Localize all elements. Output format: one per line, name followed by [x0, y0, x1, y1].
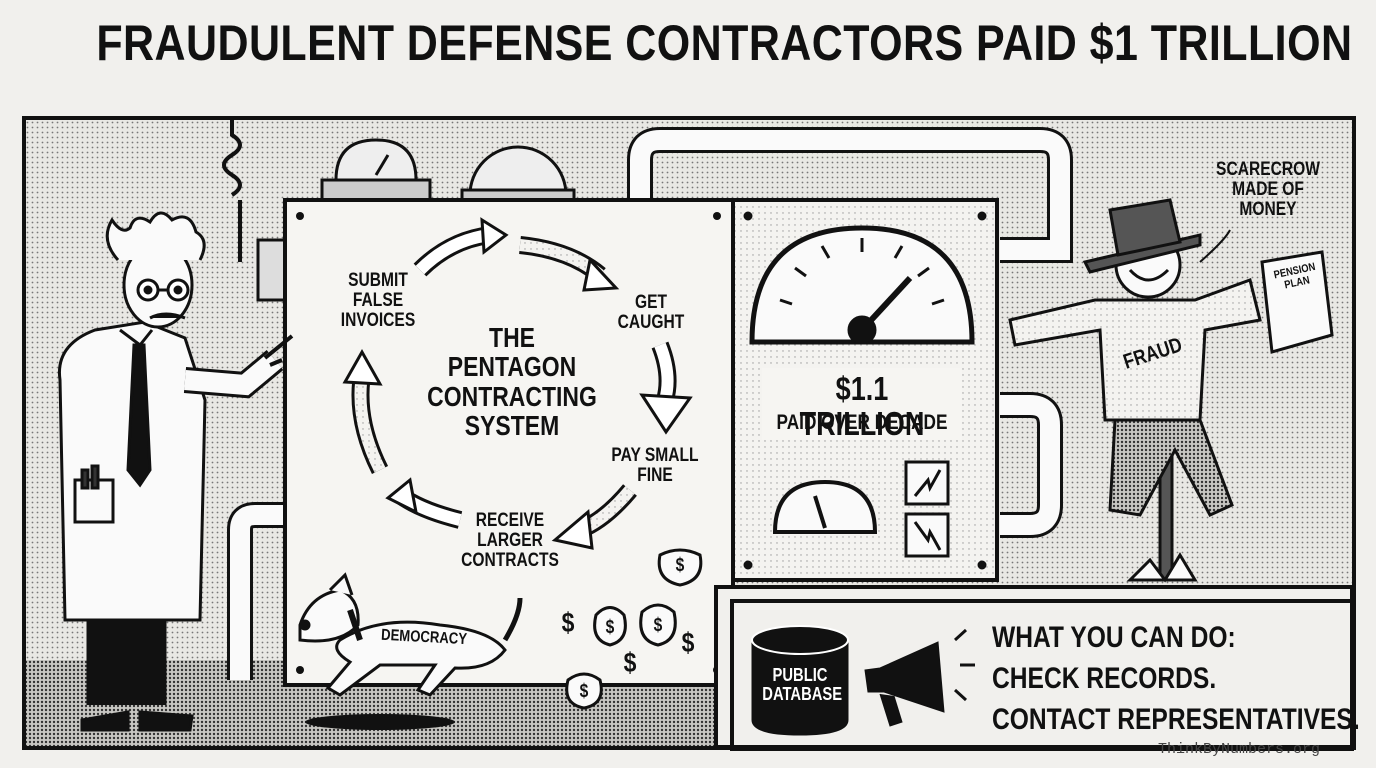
cycle-arrow-icon — [342, 217, 693, 550]
cycle-step-label: RECEIVE — [475, 510, 545, 531]
callout-line: SCARECROW — [1216, 159, 1320, 180]
cta-line: CHECK RECORDS. — [992, 662, 1217, 695]
scarecrow-icon — [1008, 198, 1334, 583]
cycle-center-line: THE — [489, 322, 535, 353]
cta-line: CONTACT REPRESENTATIVES. — [992, 703, 1360, 736]
cycle-step-label: LARGER — [477, 529, 543, 551]
cycle-step-label: CAUGHT — [617, 311, 685, 333]
money-bag-dollar: $ — [675, 555, 685, 576]
professor-figure-icon — [57, 211, 294, 732]
meter-amount: $1.1 TRILLION — [799, 370, 925, 442]
meter-caption: PAID OVER DECADE — [776, 411, 948, 434]
cycle-step-get-caught: GET CAUGHT — [614, 293, 688, 333]
database-line: PUBLIC — [772, 665, 828, 685]
cta-line: WHAT YOU CAN DO: — [992, 621, 1236, 654]
cycle-step-pay-small-fine: PAY SMALL FINE — [607, 446, 704, 486]
money-bag-dollar: $ — [579, 681, 589, 702]
meter-box — [731, 198, 999, 582]
database-line: DATABASE — [762, 683, 843, 704]
scarecrow-callout: SCARECROW MADE OF MONEY — [1211, 160, 1326, 220]
cycle-center-line: CONTRACTING — [427, 380, 597, 412]
callout-line: MONEY — [1239, 198, 1297, 220]
floating-dollar: $ — [681, 627, 695, 658]
floating-dollar: $ — [623, 647, 637, 678]
cycle-center-line: PENTAGON — [447, 351, 577, 383]
money-bag-icon — [565, 548, 703, 710]
cycle-step-label: FINE — [637, 464, 673, 486]
pipe-icon — [222, 120, 1073, 680]
call-to-action: WHAT YOU CAN DO: CHECK RECORDS. CONTACT … — [992, 617, 1360, 740]
money-bag-dollar: $ — [605, 617, 615, 638]
cycle-step-label: GET — [634, 292, 668, 313]
cycle-center-line: SYSTEM — [464, 410, 560, 442]
cycle-step-label: SUBMIT — [348, 270, 408, 291]
cycle-step-receive-larger-contracts: RECEIVE LARGER CONTRACTS — [458, 511, 563, 571]
cycle-center-title: THE PENTAGON CONTRACTING SYSTEM — [420, 323, 604, 441]
page-title: FRAUDULENT DEFENSE CONTRACTORS PAID $1 T… — [96, 15, 1353, 71]
floating-dollar: $ — [561, 607, 575, 638]
cycle-step-label: FALSE — [352, 289, 404, 311]
cycle-step-label: CONTRACTS — [461, 549, 559, 571]
money-bag-dollar: $ — [653, 615, 663, 636]
action-panel — [714, 585, 1354, 751]
cycle-step-submit-false-invoices: SUBMIT FALSE INVOICES — [329, 271, 427, 331]
public-database-label: PUBLIC DATABASE — [762, 665, 843, 704]
dog-icon — [298, 572, 523, 730]
watermark: ThinkByNumbers.org — [1158, 741, 1321, 758]
callout-line: MADE OF — [1232, 178, 1304, 200]
cycle-step-label: PAY SMALL — [611, 445, 699, 466]
cycle-step-label: INVOICES — [340, 309, 416, 331]
